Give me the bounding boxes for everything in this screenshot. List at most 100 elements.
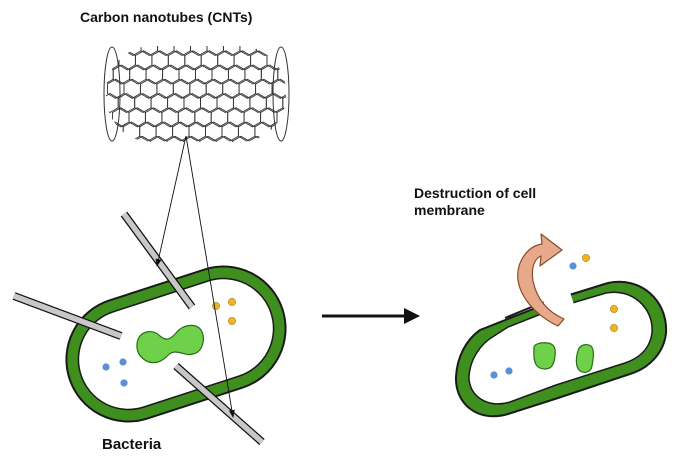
cnt-hexagon <box>173 46 191 57</box>
cnt-hexagon <box>227 151 243 170</box>
cnt-hexagon <box>107 78 125 99</box>
cnt-hexagon <box>299 136 316 155</box>
ion-blue <box>119 358 127 366</box>
cnt-hexagon <box>316 94 332 113</box>
cnt-hexagon <box>237 121 256 142</box>
right-arrow-icon <box>322 308 420 324</box>
nanotube-left-opening <box>103 46 121 142</box>
cnt-hexagon <box>289 37 306 56</box>
cnt-hexagon <box>250 50 268 71</box>
cnt-hexagon <box>299 94 316 113</box>
cnt-hexagon <box>300 51 316 70</box>
curved-up-arrow-icon <box>517 233 565 327</box>
carbon-nanotube-illustration <box>103 37 348 170</box>
cnt-hexagon <box>107 46 126 57</box>
cnt-hexagon <box>112 64 131 85</box>
cnt-hexagon <box>157 46 175 57</box>
cnt-hexagon <box>326 151 342 170</box>
cnt-hexagon <box>270 121 286 142</box>
cnt-hexagon <box>156 78 174 99</box>
nanotube-rod <box>174 363 264 445</box>
cnt-hexagon <box>211 64 229 85</box>
cnt-hexagon <box>195 64 213 85</box>
cnt-hexagon <box>238 78 257 99</box>
ion-yellow <box>610 305 618 313</box>
cnt-hexagon <box>316 51 333 70</box>
cnt-hexagon <box>184 50 202 71</box>
cnt-hexagon <box>190 46 208 57</box>
ion-blue <box>505 367 513 375</box>
nanotube-right-opening <box>272 46 290 142</box>
cnt-hexagon <box>194 107 212 128</box>
cnt-hexagon <box>271 78 286 99</box>
cnt-hexagon <box>139 121 157 142</box>
cnt-hexagon <box>194 151 211 170</box>
cnt-hexagon <box>210 107 229 128</box>
cnt-hexagon <box>128 151 145 170</box>
cnt-hexagon <box>200 50 219 71</box>
cnt-hexagon <box>222 78 240 99</box>
cnt-hexagon <box>189 78 207 99</box>
ion-blue <box>490 371 498 379</box>
cnt-hexagon <box>117 92 136 114</box>
cnt-hexagon <box>124 46 142 57</box>
cnt-hexagon <box>260 151 276 170</box>
cnt-hexagon <box>178 64 196 85</box>
cnt-hexagon <box>200 92 218 114</box>
cnt-hexagon <box>282 92 286 114</box>
cnt-title: Carbon nanotubes (CNTs) <box>80 9 253 25</box>
destruction-title: Destruction of cell membrane <box>414 185 537 218</box>
cnt-hexagon <box>227 64 246 85</box>
cnt-hexagon <box>205 121 223 142</box>
cnt-hexagon <box>106 46 109 57</box>
cnt-hexagon <box>205 78 224 99</box>
ion-yellow <box>212 302 220 310</box>
nucleoid <box>136 324 204 364</box>
pointer-lines <box>155 135 235 418</box>
cnt-hexagon <box>123 78 141 99</box>
nucleoid-fragment <box>575 344 594 373</box>
nanotube-rod <box>13 293 122 339</box>
cnt-hexagon <box>217 50 235 71</box>
cnt-hexagon <box>151 50 169 71</box>
bacterium-intact <box>65 265 287 423</box>
cnt-hexagon <box>276 151 293 170</box>
cnt-hexagon <box>167 92 185 114</box>
cnt-hexagon <box>199 135 217 142</box>
pointer-line <box>185 135 235 418</box>
cnt-hexagon <box>145 64 164 85</box>
cnt-hexagon <box>144 107 163 128</box>
cnt-hexagon <box>221 121 239 142</box>
cnt-hexagon <box>311 65 327 84</box>
cnt-hexagon <box>239 46 257 57</box>
cnt-hexagon <box>172 78 191 99</box>
cnt-hexagon <box>118 50 136 71</box>
cnt-hexagon <box>206 46 224 57</box>
cnt-hexagon <box>222 46 241 57</box>
cnt-hexagon <box>162 64 180 85</box>
ion-blue <box>102 363 110 371</box>
cnt-hexagon <box>166 135 184 142</box>
cnt-hexagon <box>211 151 228 170</box>
ion-yellow <box>228 317 236 325</box>
cnt-hexagon <box>255 78 273 99</box>
cnt-hexagon <box>122 121 141 142</box>
cnt-hexagon <box>139 78 158 99</box>
cnt-hexagon <box>310 108 326 127</box>
cnt-hexagon <box>306 37 322 56</box>
cnt-hexagon <box>255 46 274 57</box>
bacteria-label: Bacteria <box>102 436 162 453</box>
cnt-hexagon <box>248 135 267 142</box>
cell-cytoplasm <box>468 291 653 405</box>
cnt-hexagon <box>331 136 348 155</box>
cnt-hexagon <box>155 121 174 142</box>
cnt-hexagon <box>272 46 286 57</box>
nucleoid-fragment <box>533 342 556 370</box>
cnt-hexagon <box>112 107 130 128</box>
cnt-hexagon <box>315 136 331 155</box>
cnt-hexagon <box>309 151 326 170</box>
cnt-hexagon <box>150 92 169 114</box>
cnt-hexagon <box>161 107 179 128</box>
cnt-hexagon <box>129 64 147 85</box>
cnt-hexagon <box>145 151 161 170</box>
